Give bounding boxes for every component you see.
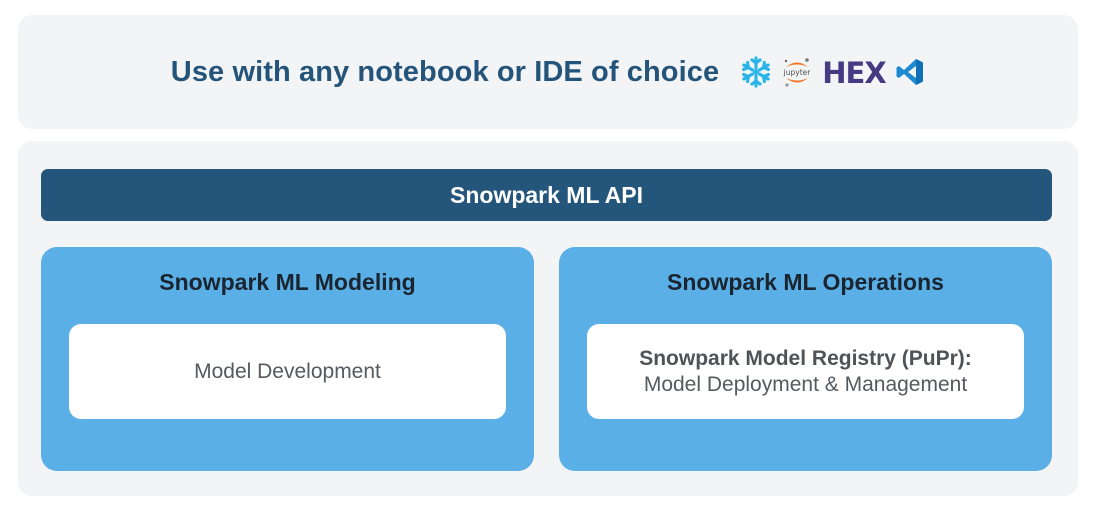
modeling-title: Snowpark ML Modeling — [159, 269, 416, 295]
snowflake-icon — [740, 56, 772, 88]
model-development-label: Model Development — [194, 359, 381, 383]
ide-support-banner: Use with any notebook or IDE of choice — [18, 15, 1078, 129]
hex-icon: HEX — [822, 57, 887, 87]
svg-text:jupyter: jupyter — [783, 68, 812, 77]
model-registry-description: Model Deployment & Management — [643, 372, 968, 396]
snowpark-ml-api-bar: Snowpark ML API — [41, 169, 1052, 221]
jupyter-icon: jupyter — [783, 58, 812, 87]
modeling-panel: Snowpark ML Modeling Model Development — [41, 247, 534, 471]
banner-title: Use with any notebook or IDE of choice — [170, 55, 720, 88]
model-registry-title: Snowpark Model Registry (PuPr): — [639, 346, 972, 370]
snowpark-ml-stack: Snowpark ML API Snowpark ML Modeling Mod… — [18, 141, 1078, 496]
operations-panel: Snowpark ML Operations Snowpark Model Re… — [559, 247, 1052, 471]
model-development-card: Model Development — [69, 324, 506, 419]
svg-text:HEX: HEX — [822, 57, 886, 87]
model-registry-card: Snowpark Model Registry (PuPr): Model De… — [587, 324, 1024, 419]
operations-title: Snowpark ML Operations — [667, 269, 944, 295]
vscode-icon — [896, 59, 924, 85]
tool-logos: jupyter HEX — [739, 55, 925, 89]
